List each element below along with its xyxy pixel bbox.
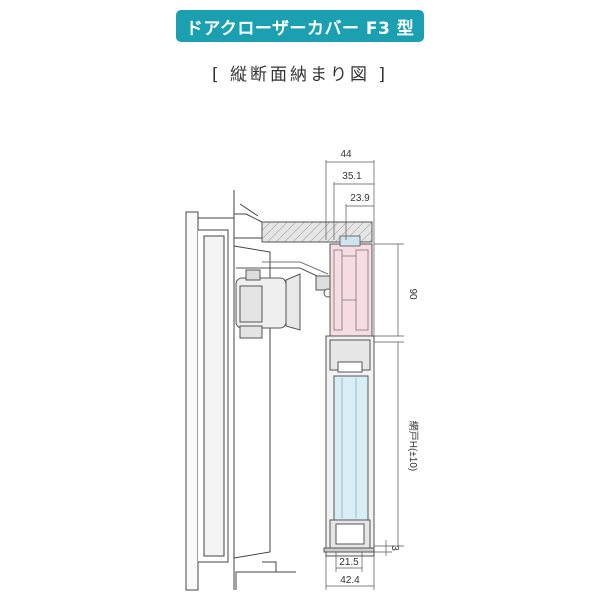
door-frame — [185, 190, 296, 591]
door-closer — [235, 261, 335, 339]
diagram-subtitle: [ 縦断面納まり図 ] — [211, 65, 389, 85]
title-badge: ドアクローザーカバー F3 型 — [176, 10, 424, 42]
dim-3: 3 — [389, 545, 400, 551]
page-title: ドアクローザーカバー F3 型 — [185, 18, 415, 39]
dim-42-4: 42.4 — [340, 575, 360, 586]
dim-90: 90 — [407, 288, 418, 300]
dim-screen-height: 網戸H(±10) — [407, 421, 420, 472]
dim-21-5: 21.5 — [339, 557, 359, 568]
screen-frame — [323, 335, 375, 557]
dim-44: 44 — [340, 149, 352, 160]
dimension-lines — [325, 160, 404, 590]
dim-23-9: 23.9 — [350, 193, 370, 204]
closer-cover — [329, 235, 373, 337]
cover-body — [329, 243, 373, 337]
screen-glass — [333, 375, 369, 521]
dim-35-1: 35.1 — [342, 171, 362, 182]
